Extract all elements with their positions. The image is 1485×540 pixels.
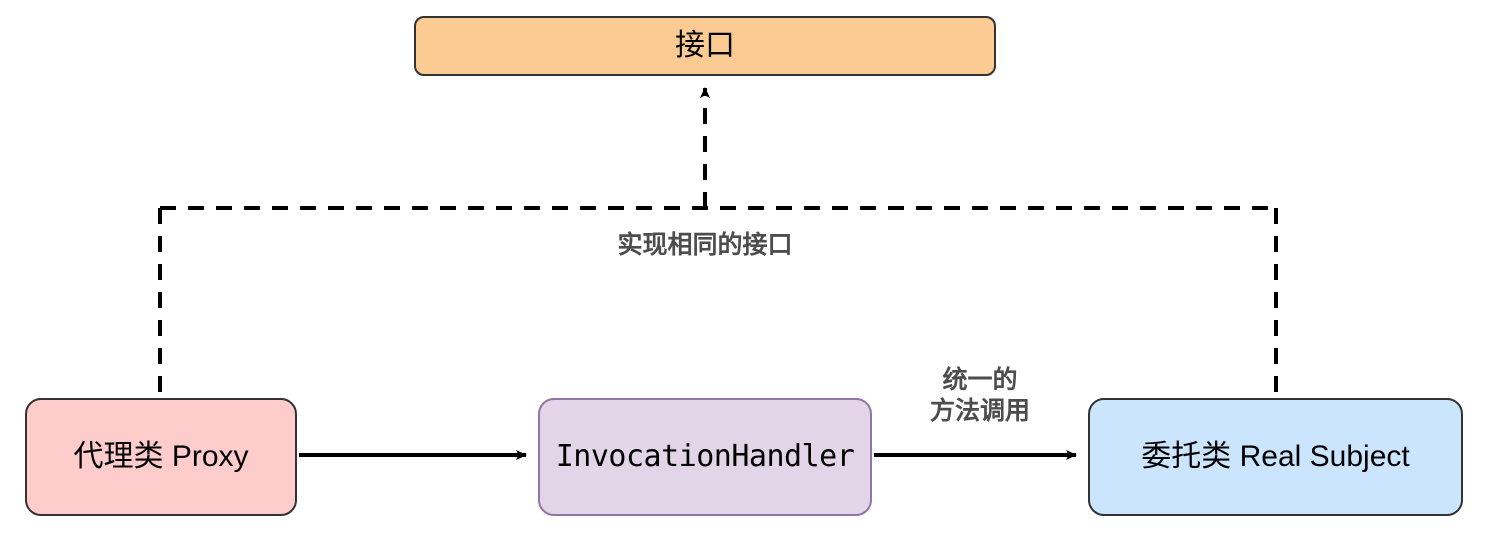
node-real-subject-label: 委托类 Real Subject <box>1141 439 1410 473</box>
node-invocation-handler-label: InvocationHandler <box>555 438 855 474</box>
node-proxy[interactable]: 代理类 Proxy <box>25 398 297 516</box>
node-real-subject[interactable]: 委托类 Real Subject <box>1088 398 1463 516</box>
node-interface[interactable]: 接口 <box>414 16 996 76</box>
node-invocation-handler[interactable]: InvocationHandler <box>538 398 872 516</box>
edge-label-implements-same-interface: 实现相同的接口 <box>617 231 793 259</box>
node-interface-label: 接口 <box>675 28 735 62</box>
node-proxy-label: 代理类 Proxy <box>73 439 249 473</box>
edge-label-unified-method-call: 统一的 方法调用 <box>929 366 1030 426</box>
